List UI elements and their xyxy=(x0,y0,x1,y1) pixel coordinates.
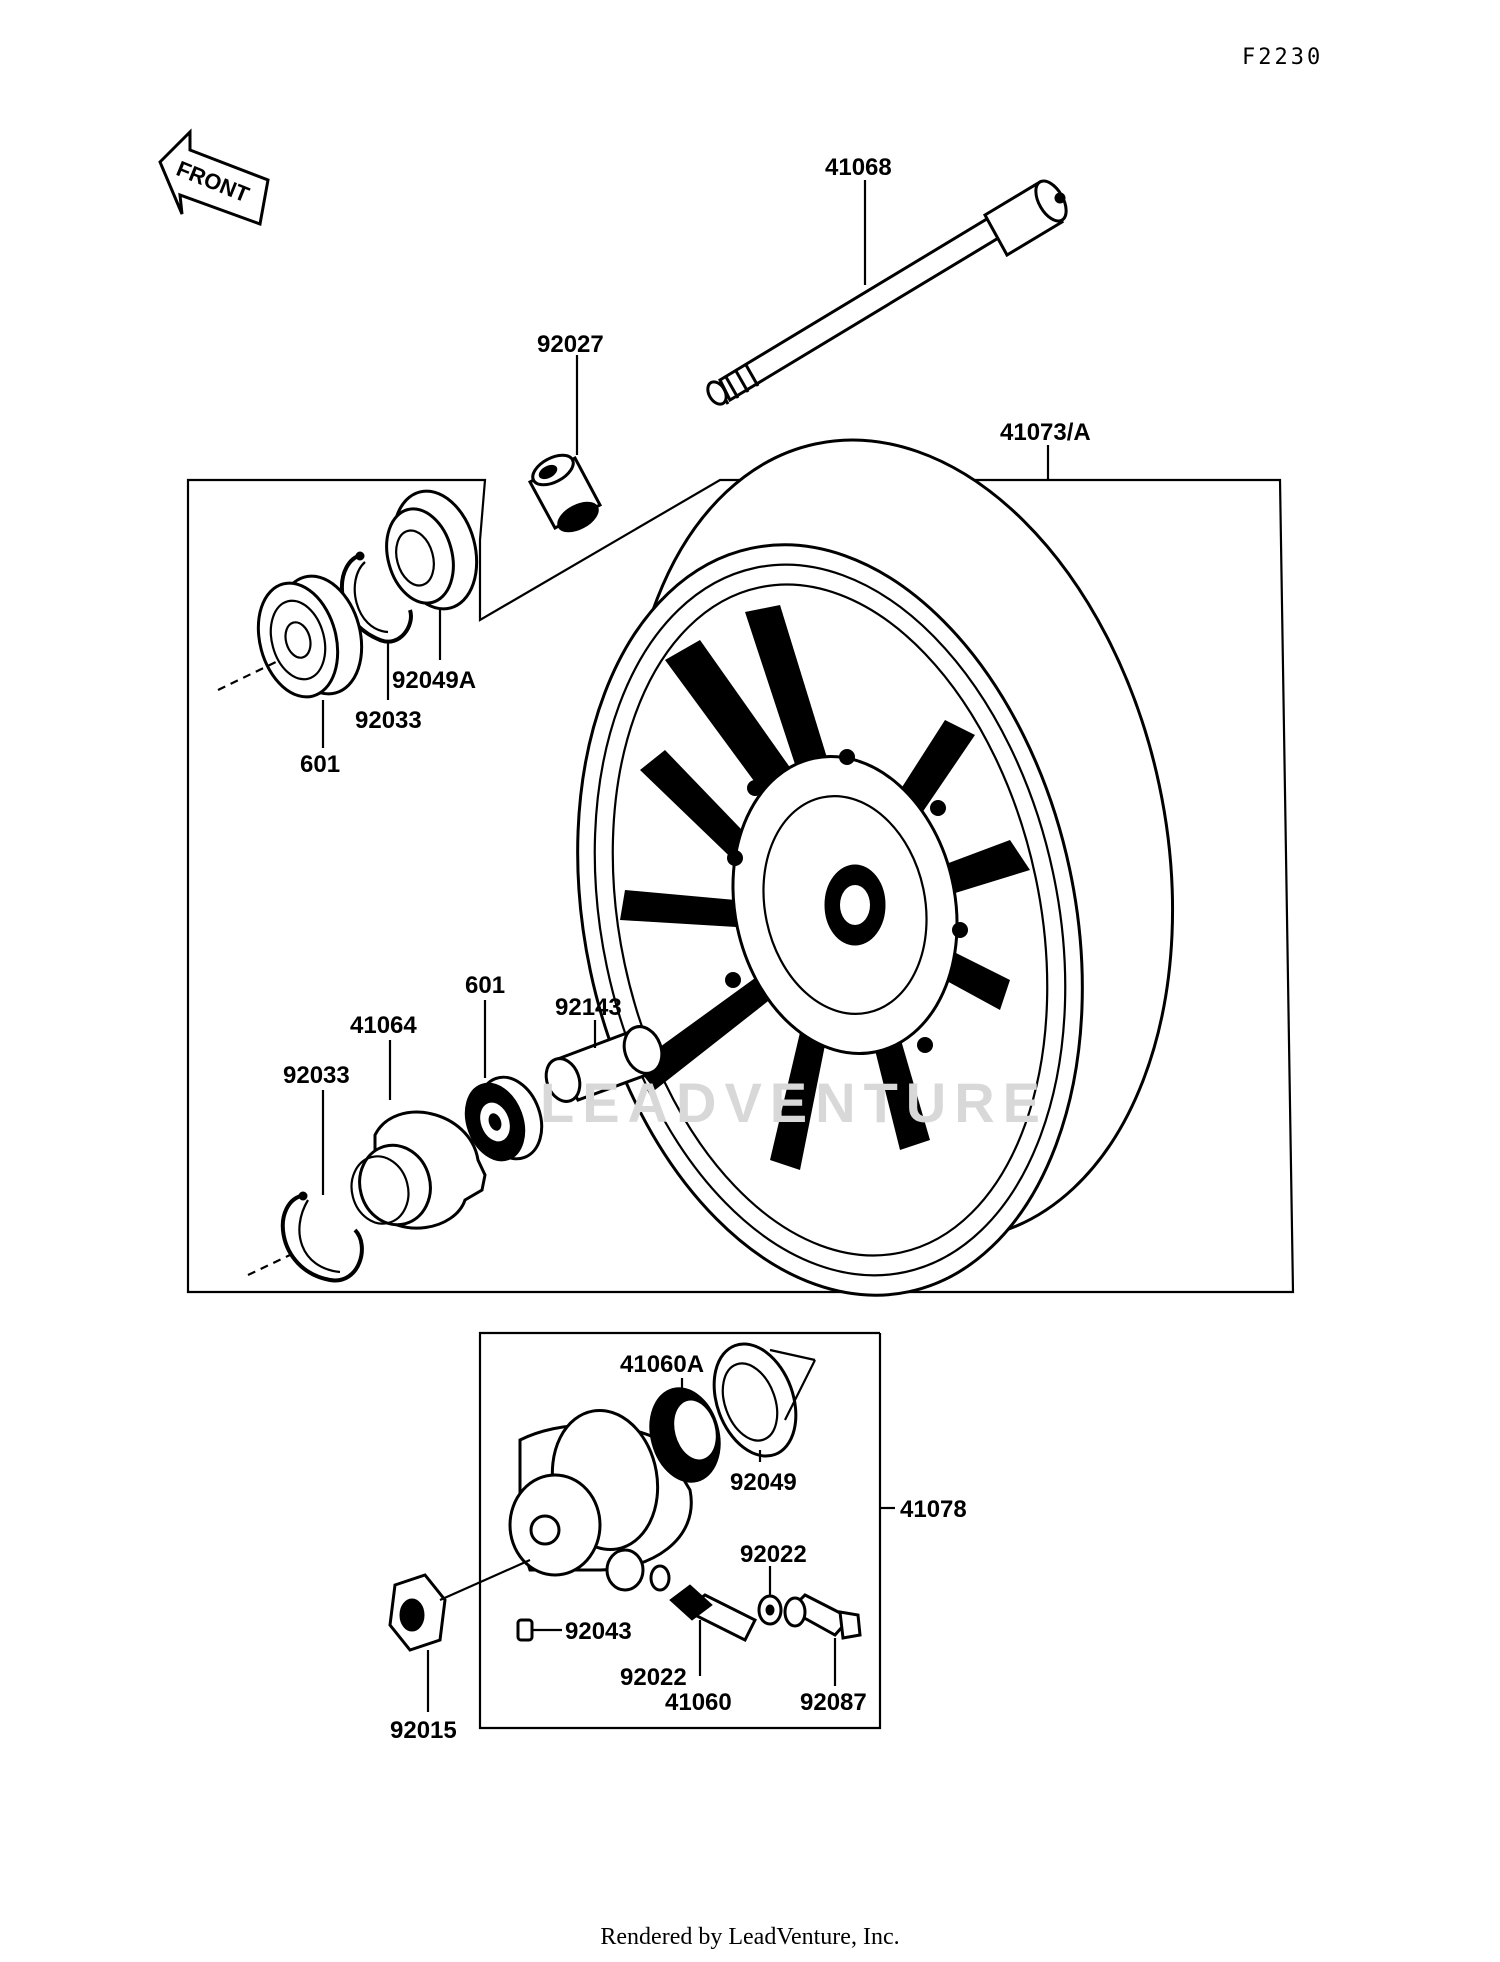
washer-92022-a[interactable] xyxy=(649,1564,671,1592)
label-92022-b: 92022 xyxy=(740,1541,807,1568)
wheel-group-bracket xyxy=(186,478,1295,1294)
circlip-92033-upper[interactable] xyxy=(340,551,413,644)
pinion-41060[interactable] xyxy=(669,1584,758,1643)
footer-credit: Rendered by LeadVenture, Inc. xyxy=(600,1924,900,1950)
label-92049A: 92049A xyxy=(392,667,476,694)
axis-lower xyxy=(247,1254,291,1276)
label-92015: 92015 xyxy=(390,1717,457,1744)
label-601-upper: 601 xyxy=(300,751,340,778)
nut-92015[interactable] xyxy=(388,1558,531,1652)
circlip-92033-lower[interactable] xyxy=(280,1191,364,1283)
bushing-92087[interactable] xyxy=(783,1593,862,1640)
spacer-92143[interactable] xyxy=(540,1021,668,1106)
label-41078: 41078 xyxy=(900,1496,967,1523)
label-92087: 92087 xyxy=(800,1689,867,1716)
label-92033-lower: 92033 xyxy=(283,1062,350,1089)
label-92049: 92049 xyxy=(730,1469,797,1496)
plate-41064[interactable] xyxy=(344,1110,487,1233)
label-92033-upper: 92033 xyxy=(355,707,422,734)
axle-41068[interactable] xyxy=(704,176,1072,407)
label-92027: 92027 xyxy=(537,331,604,358)
collar-92027[interactable] xyxy=(527,449,603,538)
label-92022-a: 92022 xyxy=(620,1664,687,1691)
pin-92043[interactable] xyxy=(516,1618,534,1642)
gear-41060A[interactable] xyxy=(640,1380,731,1490)
seal-92049[interactable] xyxy=(699,1333,816,1468)
meter-gear-housing[interactable] xyxy=(508,1402,693,1592)
label-41064: 41064 xyxy=(350,1012,417,1039)
axis-upper xyxy=(217,659,281,691)
diagram-ref-code: F2230 xyxy=(1242,45,1323,70)
label-92043: 92043 xyxy=(565,1618,632,1645)
front-arrow-icon: FRONT xyxy=(158,128,270,227)
meter-gear-bracket xyxy=(478,1331,882,1730)
label-41060A: 41060A xyxy=(620,1351,704,1378)
watermark: LEADVENTURE xyxy=(540,1071,1048,1134)
bearing-601-upper[interactable] xyxy=(246,567,374,706)
label-41068: 41068 xyxy=(825,154,892,181)
washer-92022-b[interactable] xyxy=(757,1594,783,1626)
bearing-601-mid[interactable] xyxy=(455,1068,553,1169)
label-601-mid: 601 xyxy=(465,972,505,999)
wheel-41073A[interactable] xyxy=(511,389,1243,1343)
label-41073A: 41073/A xyxy=(1000,419,1091,446)
label-41060: 41060 xyxy=(665,1689,732,1716)
seal-92049A[interactable] xyxy=(377,482,489,619)
label-92143: 92143 xyxy=(555,994,622,1021)
